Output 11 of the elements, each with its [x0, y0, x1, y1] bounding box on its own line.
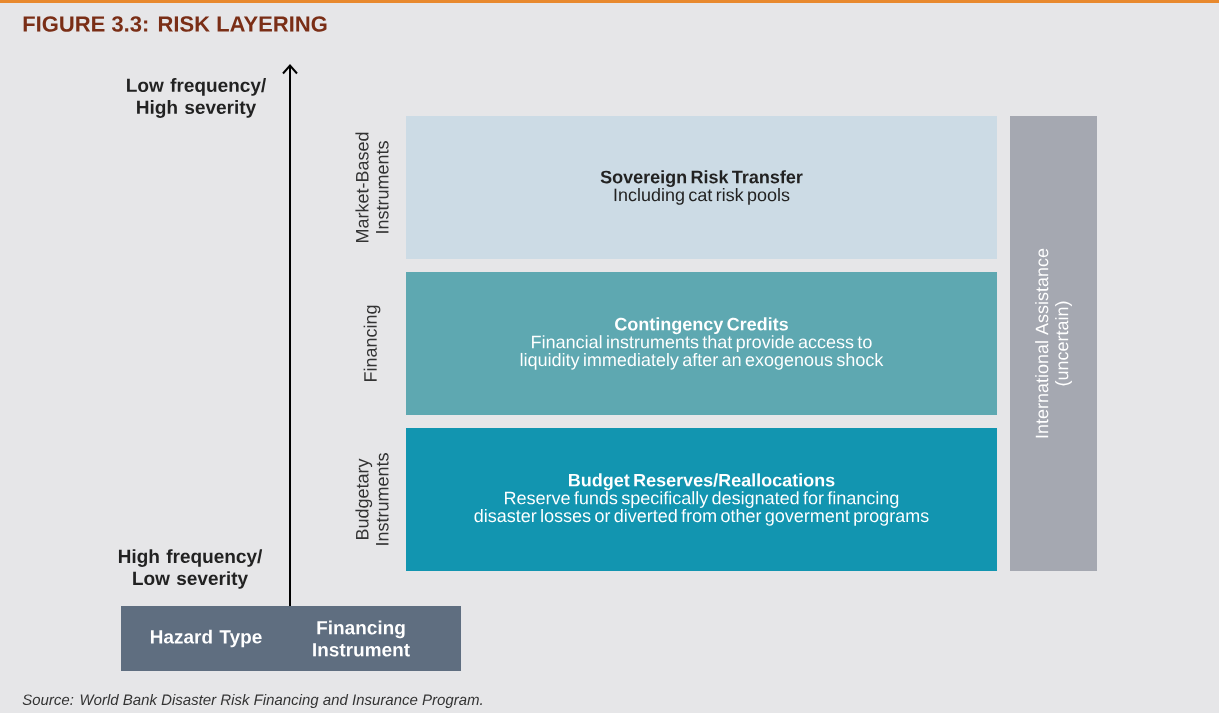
axis-label: Low frequency/ High severity: [127, 78, 266, 118]
layer-box: Sovereign Risk Transfer Including cat risk pools: [406, 116, 997, 259]
side-label: Budgetary Instruments: [355, 453, 389, 545]
layer-box: Budget Reserves/Reallocations Reserve funds specifically designated for financing disaster losses or diverted from other goverment programs: [406, 428, 997, 571]
side-label: Financing: [363, 305, 381, 382]
side-label: Market-Based Instruments: [355, 132, 389, 243]
source-note: Source: World Bank Disaster Risk Financing and Insurance Program.: [22, 694, 482, 708]
layer-box: Contingency Credits Financial instruments that provide access to liquidity immediately after an exogenous shock: [406, 272, 997, 415]
figure-title: FIGURE 3.3: RISK LAYERING: [23, 16, 327, 32]
header-bar: Hazard Type Financing Instrument: [121, 606, 461, 671]
side-band: International Assistance (uncertain): [1010, 116, 1097, 571]
